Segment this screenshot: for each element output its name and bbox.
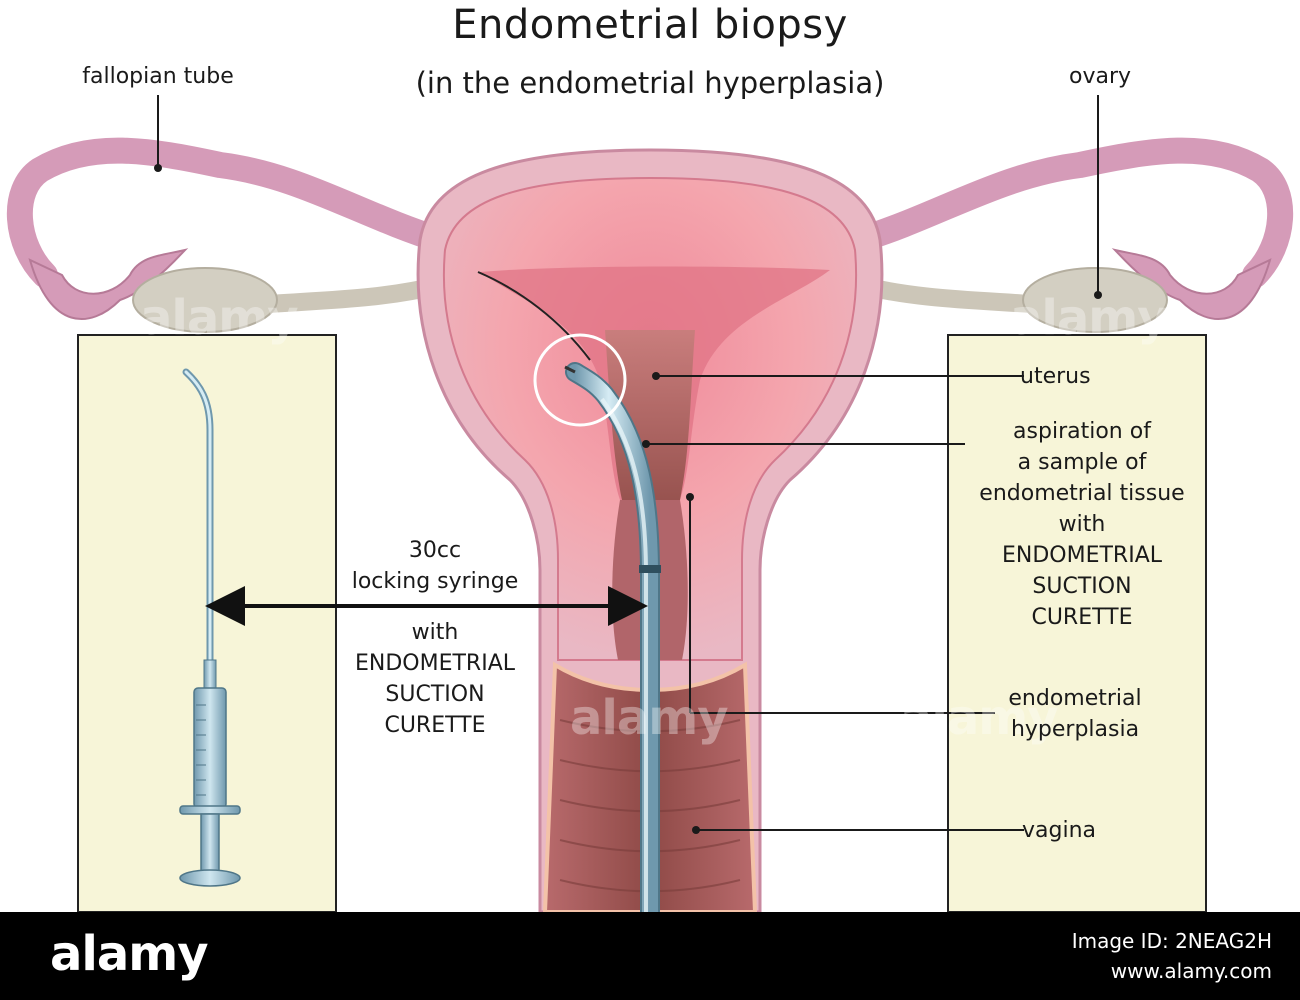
right-ovary — [1022, 267, 1168, 333]
stock-footer: alamy Image ID: 2NEAG2H www.alamy.com — [0, 912, 1300, 1000]
diagram-subtitle: (in the endometrial hyperplasia) — [415, 66, 885, 100]
site-url: www.alamy.com — [1110, 959, 1272, 983]
syringe-label-top: 30cc locking syringe — [351, 538, 519, 594]
diagram-title: Endometrial biopsy — [452, 2, 848, 48]
watermark-center: alamy — [570, 690, 729, 746]
footer-info: Image ID: 2NEAG2H www.alamy.com — [1072, 926, 1272, 986]
right-fallopian-tube — [847, 137, 1293, 288]
alamy-logo: alamy — [50, 926, 209, 982]
left-ovary — [132, 267, 278, 333]
left-fallopian-tube — [7, 137, 453, 288]
watermark-bottom-right: alamy — [900, 690, 1059, 746]
vagina-label: vagina — [1022, 818, 1097, 843]
right-panel — [947, 334, 1207, 912]
aspiration-label: aspiration of a sample of endometrial ti… — [979, 419, 1185, 630]
right-fimbriae — [1111, 248, 1272, 321]
image-id: Image ID: 2NEAG2H — [1071, 929, 1272, 953]
anatomy-illustration — [7, 95, 1293, 912]
sample-site-circle — [533, 333, 627, 427]
syringe-label-bottom: with ENDOMETRIAL SUCTION CURETTE — [354, 620, 515, 738]
uterus-label: uterus — [1020, 364, 1091, 389]
fallopian-tube-label: fallopian tube — [82, 64, 234, 89]
syringe-drawing — [179, 368, 241, 887]
endometrial-hyperplasia-label: endometrial hyperplasia — [1008, 686, 1142, 742]
left-fimbriae — [28, 248, 189, 321]
watermark-left: alamy — [140, 290, 299, 346]
watermark-right: alamy — [1010, 290, 1169, 346]
ovary-label: ovary — [1068, 64, 1132, 89]
